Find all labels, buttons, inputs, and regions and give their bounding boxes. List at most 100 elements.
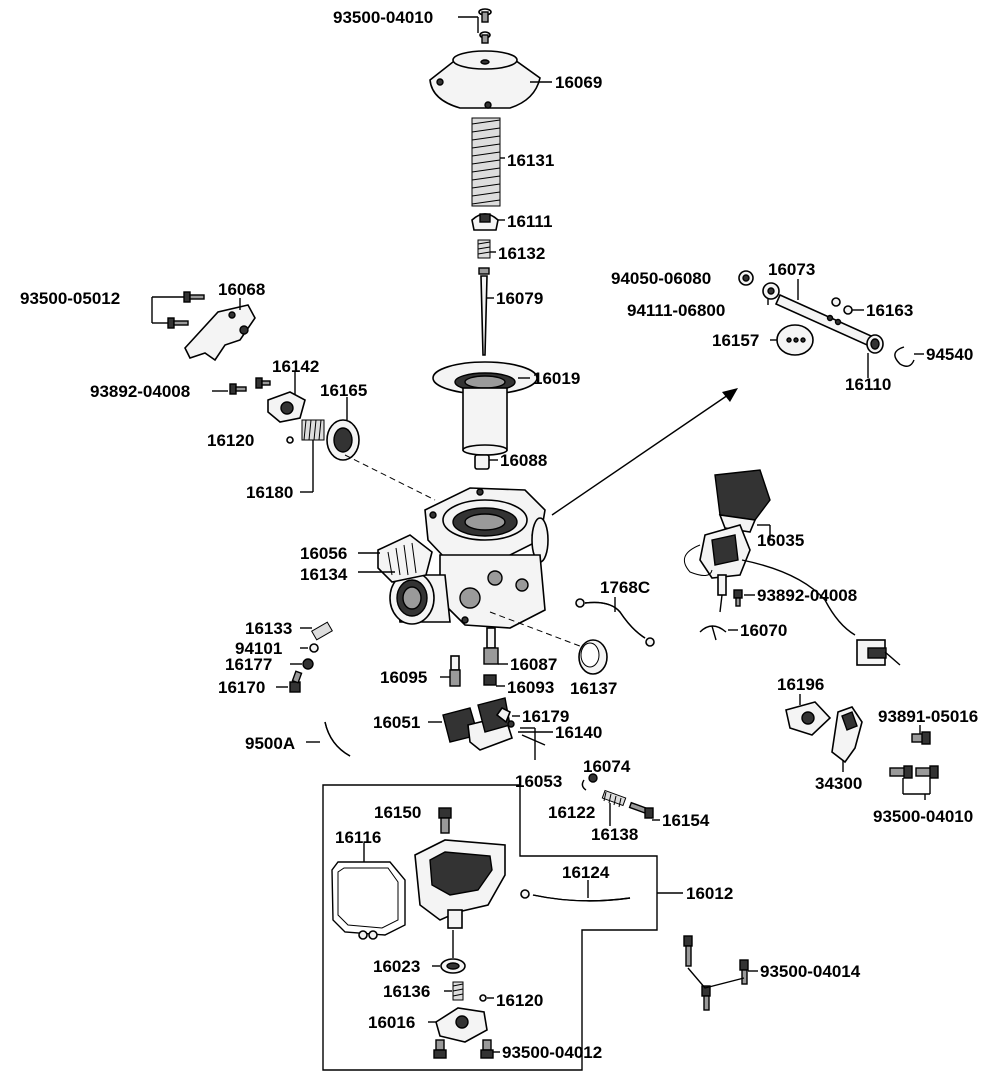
diaphragm-icon-16165 <box>326 419 360 461</box>
screw-icon-04014 <box>683 935 749 1011</box>
screw-icon-05016 <box>911 731 931 745</box>
spring-icon-16180 <box>301 419 325 441</box>
label-16124: 16124 <box>562 863 610 882</box>
label-16079: 16079 <box>496 289 543 308</box>
screw-icon-04008-right <box>733 589 743 607</box>
label-16132: 16132 <box>498 244 545 263</box>
ball-icon-16120-left <box>286 436 294 444</box>
screw-icon-16138 <box>601 789 627 808</box>
label-16051: 16051 <box>373 713 420 732</box>
float-icon-16051 <box>442 697 513 751</box>
label-16070: 16070 <box>740 621 787 640</box>
label-16165: 16165 <box>320 381 367 400</box>
label-16180: 16180 <box>246 483 293 502</box>
label-16154: 16154 <box>662 811 710 830</box>
gasket-icon-16196 <box>785 701 832 736</box>
washer-icon-16177 <box>302 658 314 670</box>
label-16138: 16138 <box>591 825 638 844</box>
label-16136: 16136 <box>383 982 430 1001</box>
label-93500-04010-right: 93500-04010 <box>873 807 973 826</box>
label-16110: 16110 <box>845 375 891 394</box>
sensor-icon-34300 <box>831 706 863 764</box>
label-16095: 16095 <box>380 668 427 687</box>
label-16142: 16142 <box>272 357 319 376</box>
label-16140: 16140 <box>555 723 602 742</box>
label-94111-06800: 94111-06800 <box>627 301 725 320</box>
screw-icon-top <box>478 8 492 44</box>
hose-icon-1768c <box>575 598 655 647</box>
label-16150: 16150 <box>374 803 421 822</box>
spring-icon-16133 <box>311 621 333 641</box>
auto-choke-cap-icon <box>714 469 771 533</box>
label-93500-04014: 93500-04014 <box>760 962 861 981</box>
label-16087: 16087 <box>510 655 557 674</box>
ball-icon-16120-bottom <box>479 994 487 1002</box>
label-16163: 16163 <box>866 301 913 320</box>
label-16133: 16133 <box>245 619 292 638</box>
label-16069: 16069 <box>555 73 602 92</box>
label-9500A: 9500A <box>245 734 295 753</box>
carb-top-cover-icon <box>429 50 541 109</box>
auto-choke-icon <box>683 524 901 666</box>
clip-icon-16070 <box>699 625 727 641</box>
label-16016: 16016 <box>368 1013 415 1032</box>
needle-jet-icon <box>474 454 490 470</box>
gasket-icon-16116 <box>331 861 406 940</box>
label-93500-04010-top: 93500-04010 <box>333 8 433 27</box>
screw-icon-05012-a <box>183 291 205 303</box>
needle-retainer-icon <box>471 213 499 231</box>
label-16120-bottom: 16120 <box>496 991 543 1010</box>
label-93892-04008-right: 93892-04008 <box>757 586 857 605</box>
label-1768C: 1768C <box>600 578 650 597</box>
washer-icon-94111 <box>762 282 780 300</box>
label-16131: 16131 <box>507 151 554 170</box>
float-bowl-icon <box>414 839 506 929</box>
cover-plate-icon-16142 <box>267 391 306 423</box>
label-34300: 34300 <box>815 774 862 793</box>
slow-jet-icon-16087 <box>483 627 499 665</box>
label-16111: 16111 <box>507 212 552 231</box>
spring-icon-16136 <box>452 981 464 1001</box>
label-16134: 16134 <box>300 565 348 584</box>
label-16068: 16068 <box>218 280 265 299</box>
spring-icon-16131 <box>471 117 501 207</box>
throttle-plate-icon <box>776 324 814 356</box>
label-16093: 16093 <box>507 678 554 697</box>
label-16088: 16088 <box>500 451 547 470</box>
screw-icon-04012 <box>433 1039 494 1059</box>
arrow-icon <box>722 388 738 402</box>
hose-icon-9500a <box>324 721 351 757</box>
label-93891-05016: 93891-05016 <box>878 707 978 726</box>
seal-icon-16110 <box>866 334 884 354</box>
hose-icon-16124 <box>520 889 631 902</box>
cap-icon-16137 <box>578 639 608 675</box>
label-93500-04012: 93500-04012 <box>502 1043 602 1062</box>
label-16179: 16179 <box>522 707 569 726</box>
label-16074: 16074 <box>583 757 631 776</box>
jet-needle-icon <box>478 267 490 356</box>
label-16012: 16012 <box>686 884 733 903</box>
throttle-bracket-icon <box>184 304 256 362</box>
label-94540: 94540 <box>926 345 973 364</box>
float-bowl-assembly-frame <box>322 784 658 1071</box>
small-spring-icon-16132 <box>477 239 491 259</box>
screw-icon-16154 <box>628 801 654 819</box>
label-16196: 16196 <box>777 675 824 694</box>
label-16177: 16177 <box>225 655 272 674</box>
float-pin-icon-16053 <box>521 734 546 746</box>
label-16023: 16023 <box>373 957 420 976</box>
jet-icon-16095 <box>449 655 461 687</box>
oring-icon-94101 <box>309 643 319 653</box>
label-16053: 16053 <box>515 772 562 791</box>
label-16157: 16157 <box>712 331 759 350</box>
screw-icon-16163 <box>831 297 853 315</box>
jet-icon-16023 <box>440 930 466 974</box>
screw-icon-16170 <box>289 670 303 693</box>
label-16035: 16035 <box>757 531 804 550</box>
washer-icon-16122 <box>581 779 587 791</box>
label-16120-left: 16120 <box>207 431 254 450</box>
label-16073: 16073 <box>768 260 815 279</box>
screw-icon-05012-b <box>167 317 189 329</box>
